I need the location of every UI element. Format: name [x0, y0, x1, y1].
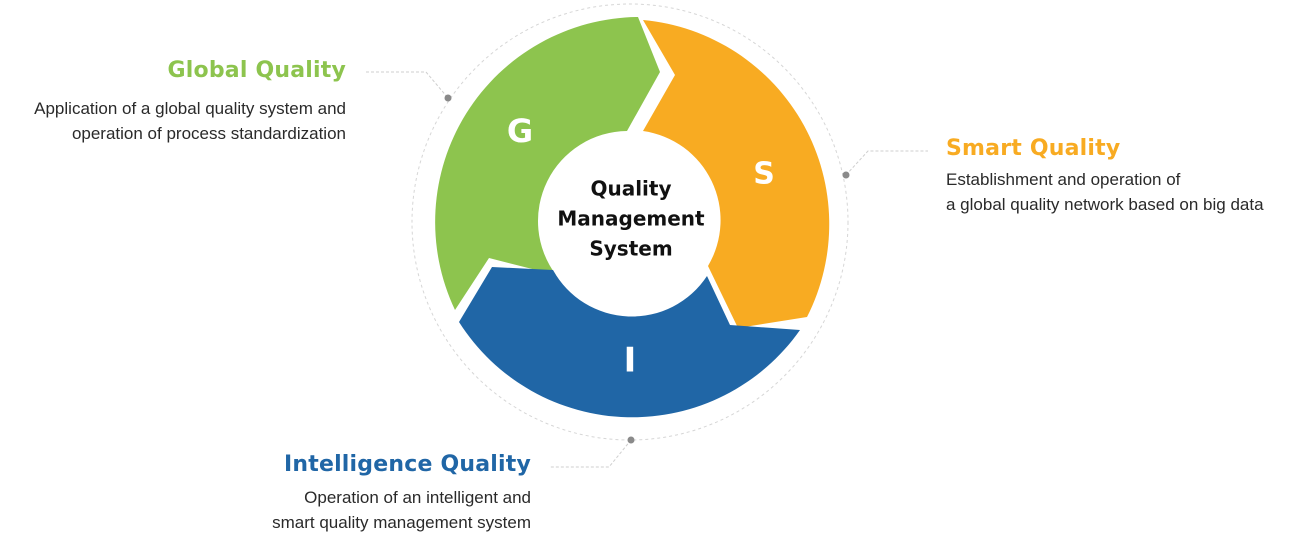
global-quality-description: Application of a global quality system a…: [34, 96, 346, 146]
intelligence-quality-description: Operation of an intelligent and smart qu…: [272, 485, 531, 535]
center-title-line-1: Quality: [590, 177, 671, 201]
intelligence-quality-desc-line-1: Operation of an intelligent and: [304, 488, 531, 507]
global-quality-desc-line-1: Application of a global quality system a…: [34, 99, 346, 118]
global-quality-block: Global Quality Application of a global q…: [34, 58, 346, 146]
global-quality-title: Global Quality: [167, 58, 346, 83]
global-connector-dot: [444, 94, 452, 102]
smart-quality-desc-line-2: a global quality network based on big da…: [946, 195, 1264, 214]
segment-letter-i: I: [624, 341, 637, 381]
global-quality-desc-line-2: operation of process standardization: [71, 124, 346, 143]
smart-quality-desc-line-1: Establishment and operation of: [946, 170, 1181, 189]
center-title-line-2: Management: [557, 207, 705, 231]
intelligence-connector-line: [549, 439, 632, 468]
intelligence-quality-desc-line-2: smart quality management system: [272, 513, 531, 532]
smart-quality-description: Establishment and operation of a global …: [946, 167, 1264, 217]
segment-letter-s: S: [753, 157, 775, 192]
smart-quality-title: Smart Quality: [946, 136, 1121, 161]
global-connector-line: [366, 71, 449, 99]
intelligence-quality-title: Intelligence Quality: [283, 452, 531, 477]
smart-connector-line: [845, 150, 928, 176]
intelligence-connector-dot: [627, 436, 635, 444]
intelligence-quality-block: Intelligence Quality Operation of an int…: [272, 452, 531, 535]
smart-quality-segment: [643, 20, 830, 328]
segment-letter-g: G: [507, 112, 533, 150]
center-circle: [544, 136, 716, 308]
smart-quality-block: Smart Quality Establishment and operatio…: [946, 136, 1264, 217]
intelligence-quality-segment: [459, 267, 800, 418]
global-quality-segment: [435, 17, 660, 310]
smart-connector-dot: [842, 171, 850, 179]
center-title-line-3: System: [589, 237, 672, 261]
